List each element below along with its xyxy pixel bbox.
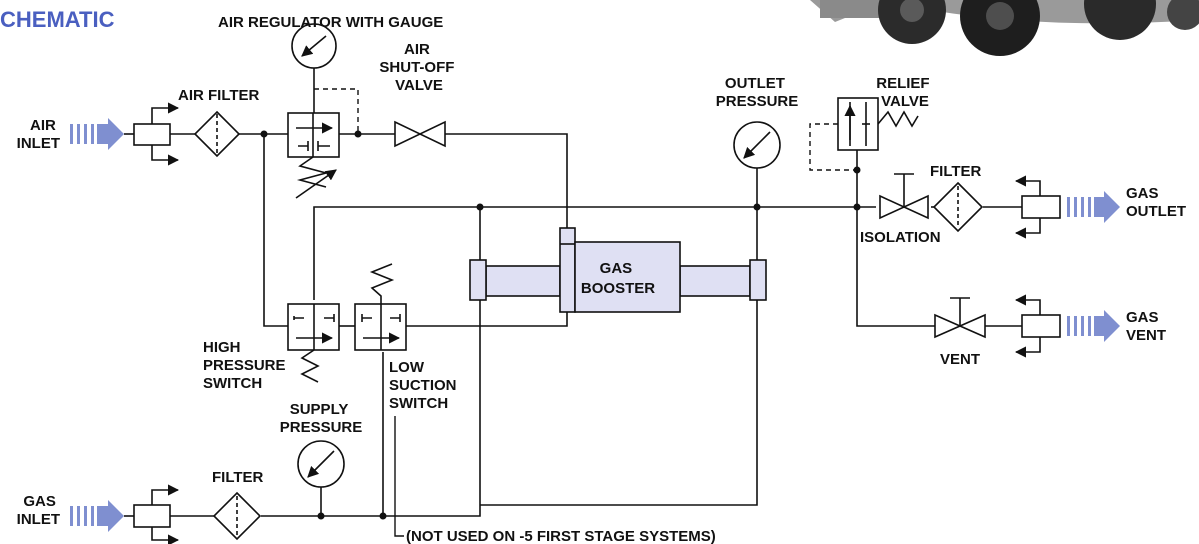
- junctions: [260, 130, 861, 520]
- air-filter-label: AIR FILTER: [178, 87, 260, 104]
- isolation-valve-symbol: [879, 173, 929, 220]
- relief-valve-symbol: [837, 97, 919, 151]
- vent-valve-symbol: [934, 297, 986, 339]
- gas-inlet-arrow: [70, 500, 124, 532]
- schematic-title: CHEMATIC: [0, 7, 115, 32]
- gas-vent-label: GAS VENT: [1126, 309, 1166, 344]
- air-inlet-label: AIR INLET: [17, 117, 60, 152]
- gas-booster-label: GAS BOOSTER: [581, 260, 655, 297]
- pilot-lines: [314, 88, 857, 171]
- air-shutoff-valve-symbol: [394, 120, 446, 148]
- gas-booster-symbol: [469, 227, 767, 313]
- inlet-filter-symbol: [212, 491, 262, 541]
- outlet-pressure-label: OUTLET PRESSURE: [716, 75, 799, 110]
- note-leader-line: [394, 416, 404, 537]
- air-regulator-symbol: [287, 64, 340, 199]
- supply-pressure-label: SUPPLY PRESSURE: [280, 401, 363, 436]
- vent-label: VENT: [940, 351, 980, 368]
- air-regulator-label: AIR REGULATOR WITH GAUGE: [218, 14, 443, 31]
- air-shutoff-label: AIR SHUT-OFF VALVE: [379, 41, 458, 94]
- supply-pressure-gauge: [297, 440, 345, 488]
- air-inlet-coupler: [124, 102, 180, 166]
- gas-vent-coupler: [1014, 294, 1061, 358]
- gas-vent-arrow: [1067, 310, 1120, 342]
- gas-inlet-label: GAS INLET: [17, 493, 60, 528]
- inlet-filter-label: FILTER: [212, 469, 264, 486]
- note-label: (NOT USED ON -5 FIRST STAGE SYSTEMS): [406, 528, 716, 544]
- equipment-photo: [810, 0, 1199, 56]
- gas-outlet-label: GAS OUTLET: [1126, 185, 1186, 220]
- low-suction-switch-symbol: [354, 263, 407, 351]
- gas-outlet-arrow: [1067, 191, 1120, 223]
- gas-inlet-coupler: [124, 484, 180, 544]
- outlet-pressure-gauge: [733, 121, 781, 169]
- air-filter-symbol: [193, 110, 241, 158]
- gas-outlet-coupler: [1014, 175, 1061, 239]
- air-regulator-gauge: [291, 23, 337, 69]
- low-suction-switch-label: LOW SUCTION SWITCH: [389, 359, 461, 412]
- outlet-filter-label: FILTER: [930, 163, 982, 180]
- high-pressure-switch-symbol: [287, 303, 340, 383]
- isolation-label: ISOLATION: [860, 229, 941, 246]
- outlet-filter-symbol: [932, 181, 984, 233]
- high-pressure-switch-label: HIGH PRESSURE SWITCH: [203, 339, 290, 392]
- air-inlet-arrow: [70, 118, 124, 150]
- relief-valve-label: RELIEF VALVE: [876, 75, 934, 110]
